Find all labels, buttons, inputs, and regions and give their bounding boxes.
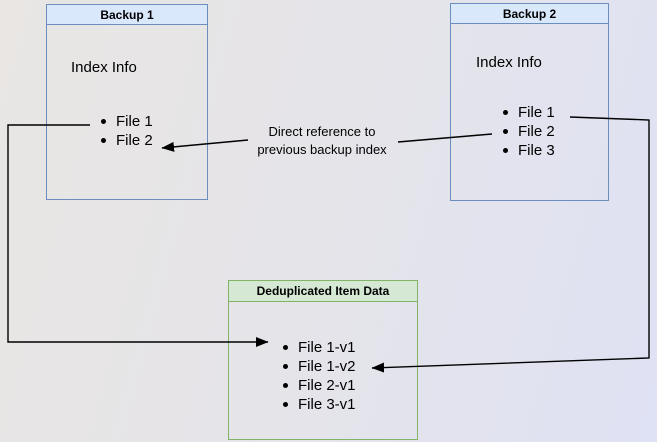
list-item: File 2 [502,122,555,141]
backup1-index-info-label: Index Info [71,59,137,76]
backup2-index-info-label: Index Info [476,54,542,71]
list-item: File 2-v1 [282,376,356,395]
dedup-file-list: File 1-v1 File 1-v2 File 2-v1 File 3-v1 [282,338,356,414]
backup2-box: Backup 2 Index Info File 1 File 2 File 3 [450,3,609,201]
list-item: File 1-v2 [282,357,356,376]
list-item: File 3 [502,141,555,160]
dedup-box: Deduplicated Item Data File 1-v1 File 1-… [228,280,418,440]
backup1-header: Backup 1 [47,5,207,25]
list-item: File 1 [100,112,153,131]
backup2-file-list: File 1 File 2 File 3 [502,103,555,160]
backup2-header: Backup 2 [451,4,608,24]
list-item: File 1 [502,103,555,122]
backup1-file-list: File 1 File 2 [100,112,153,150]
list-item: File 3-v1 [282,395,356,414]
backup1-box: Backup 1 Index Info File 1 File 2 [46,4,208,200]
direct-reference-label: Direct reference to previous backup inde… [232,123,412,158]
list-item: File 1-v1 [282,338,356,357]
list-item: File 2 [100,131,153,150]
direct-reference-label-line2: previous backup index [257,141,387,157]
direct-reference-label-line1: Direct reference to [268,124,376,139]
dedup-header: Deduplicated Item Data [229,281,417,302]
